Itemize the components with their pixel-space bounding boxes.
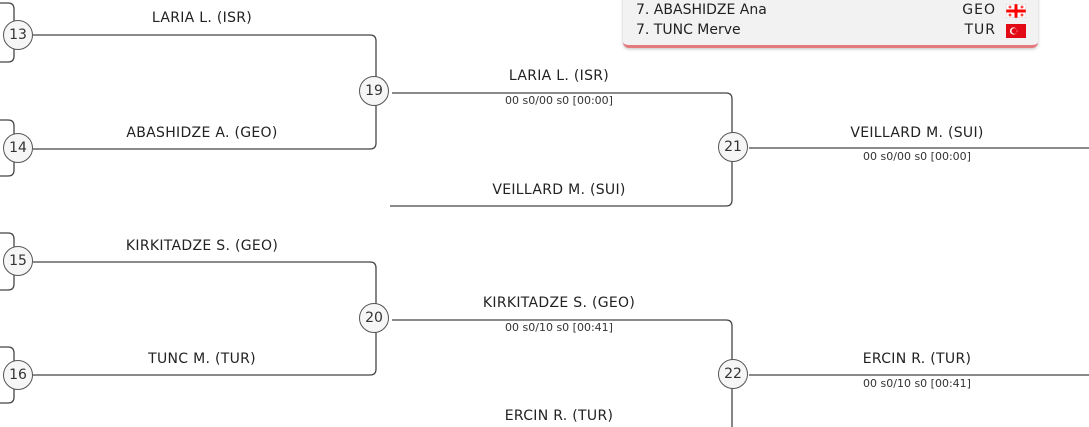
player-name[interactable]: LARIA L. (ISR) bbox=[151, 10, 253, 26]
bracket-match-22 bbox=[392, 319, 733, 427]
match-node-15[interactable]: 15 bbox=[3, 246, 33, 276]
match-number: 14 bbox=[9, 140, 27, 156]
match-number: 20 bbox=[365, 310, 383, 326]
player-name[interactable]: ERCIN R. (TUR) bbox=[504, 408, 614, 424]
match-score: 00 s0/00 s0 [00:00] bbox=[505, 94, 613, 107]
legend-country-code: TUR bbox=[964, 22, 996, 38]
legend-country-code: GEO bbox=[962, 2, 996, 18]
match-number: 15 bbox=[9, 253, 27, 269]
turkey-flag-icon bbox=[1006, 24, 1026, 38]
seed-legend: 7. ABASHIDZE Ana GEO 7. TUNC Merve TUR bbox=[623, 0, 1038, 48]
match-node-20[interactable]: 20 bbox=[359, 303, 389, 333]
match-number: 21 bbox=[724, 139, 742, 155]
match-number: 22 bbox=[724, 366, 742, 382]
player-name[interactable]: KIRKITADZE S. (GEO) bbox=[125, 238, 279, 254]
legend-athlete-name: 7. TUNC Merve bbox=[636, 22, 741, 38]
player-name[interactable]: VEILLARD M. (SUI) bbox=[492, 182, 626, 198]
match-score: 00 s0/10 s0 [00:41] bbox=[505, 321, 613, 334]
georgia-flag-icon bbox=[1006, 4, 1026, 18]
match-number: 16 bbox=[9, 367, 27, 383]
match-node-21[interactable]: 21 bbox=[718, 132, 748, 162]
legend-row[interactable]: 7. TUNC Merve TUR bbox=[636, 22, 1026, 42]
player-name[interactable]: ERCIN R. (TUR) bbox=[862, 351, 972, 367]
player-name[interactable]: LARIA L. (ISR) bbox=[508, 68, 610, 84]
match-score: 00 s0/00 s0 [00:00] bbox=[863, 150, 971, 163]
match-number: 19 bbox=[365, 83, 383, 99]
match-node-13[interactable]: 13 bbox=[3, 20, 33, 50]
match-node-22[interactable]: 22 bbox=[718, 359, 748, 389]
player-name[interactable]: KIRKITADZE S. (GEO) bbox=[482, 295, 636, 311]
match-number: 13 bbox=[9, 27, 27, 43]
player-name[interactable]: ABASHIDZE A. (GEO) bbox=[126, 125, 278, 141]
match-score: 00 s0/10 s0 [00:41] bbox=[863, 377, 971, 390]
legend-athlete-name: 7. ABASHIDZE Ana bbox=[636, 2, 767, 18]
player-name[interactable]: TUNC M. (TUR) bbox=[148, 351, 256, 367]
match-node-16[interactable]: 16 bbox=[3, 360, 33, 390]
match-node-19[interactable]: 19 bbox=[359, 76, 389, 106]
legend-row[interactable]: 7. ABASHIDZE Ana GEO bbox=[636, 2, 1026, 22]
match-node-14[interactable]: 14 bbox=[3, 133, 33, 163]
player-name[interactable]: VEILLARD M. (SUI) bbox=[850, 125, 984, 141]
